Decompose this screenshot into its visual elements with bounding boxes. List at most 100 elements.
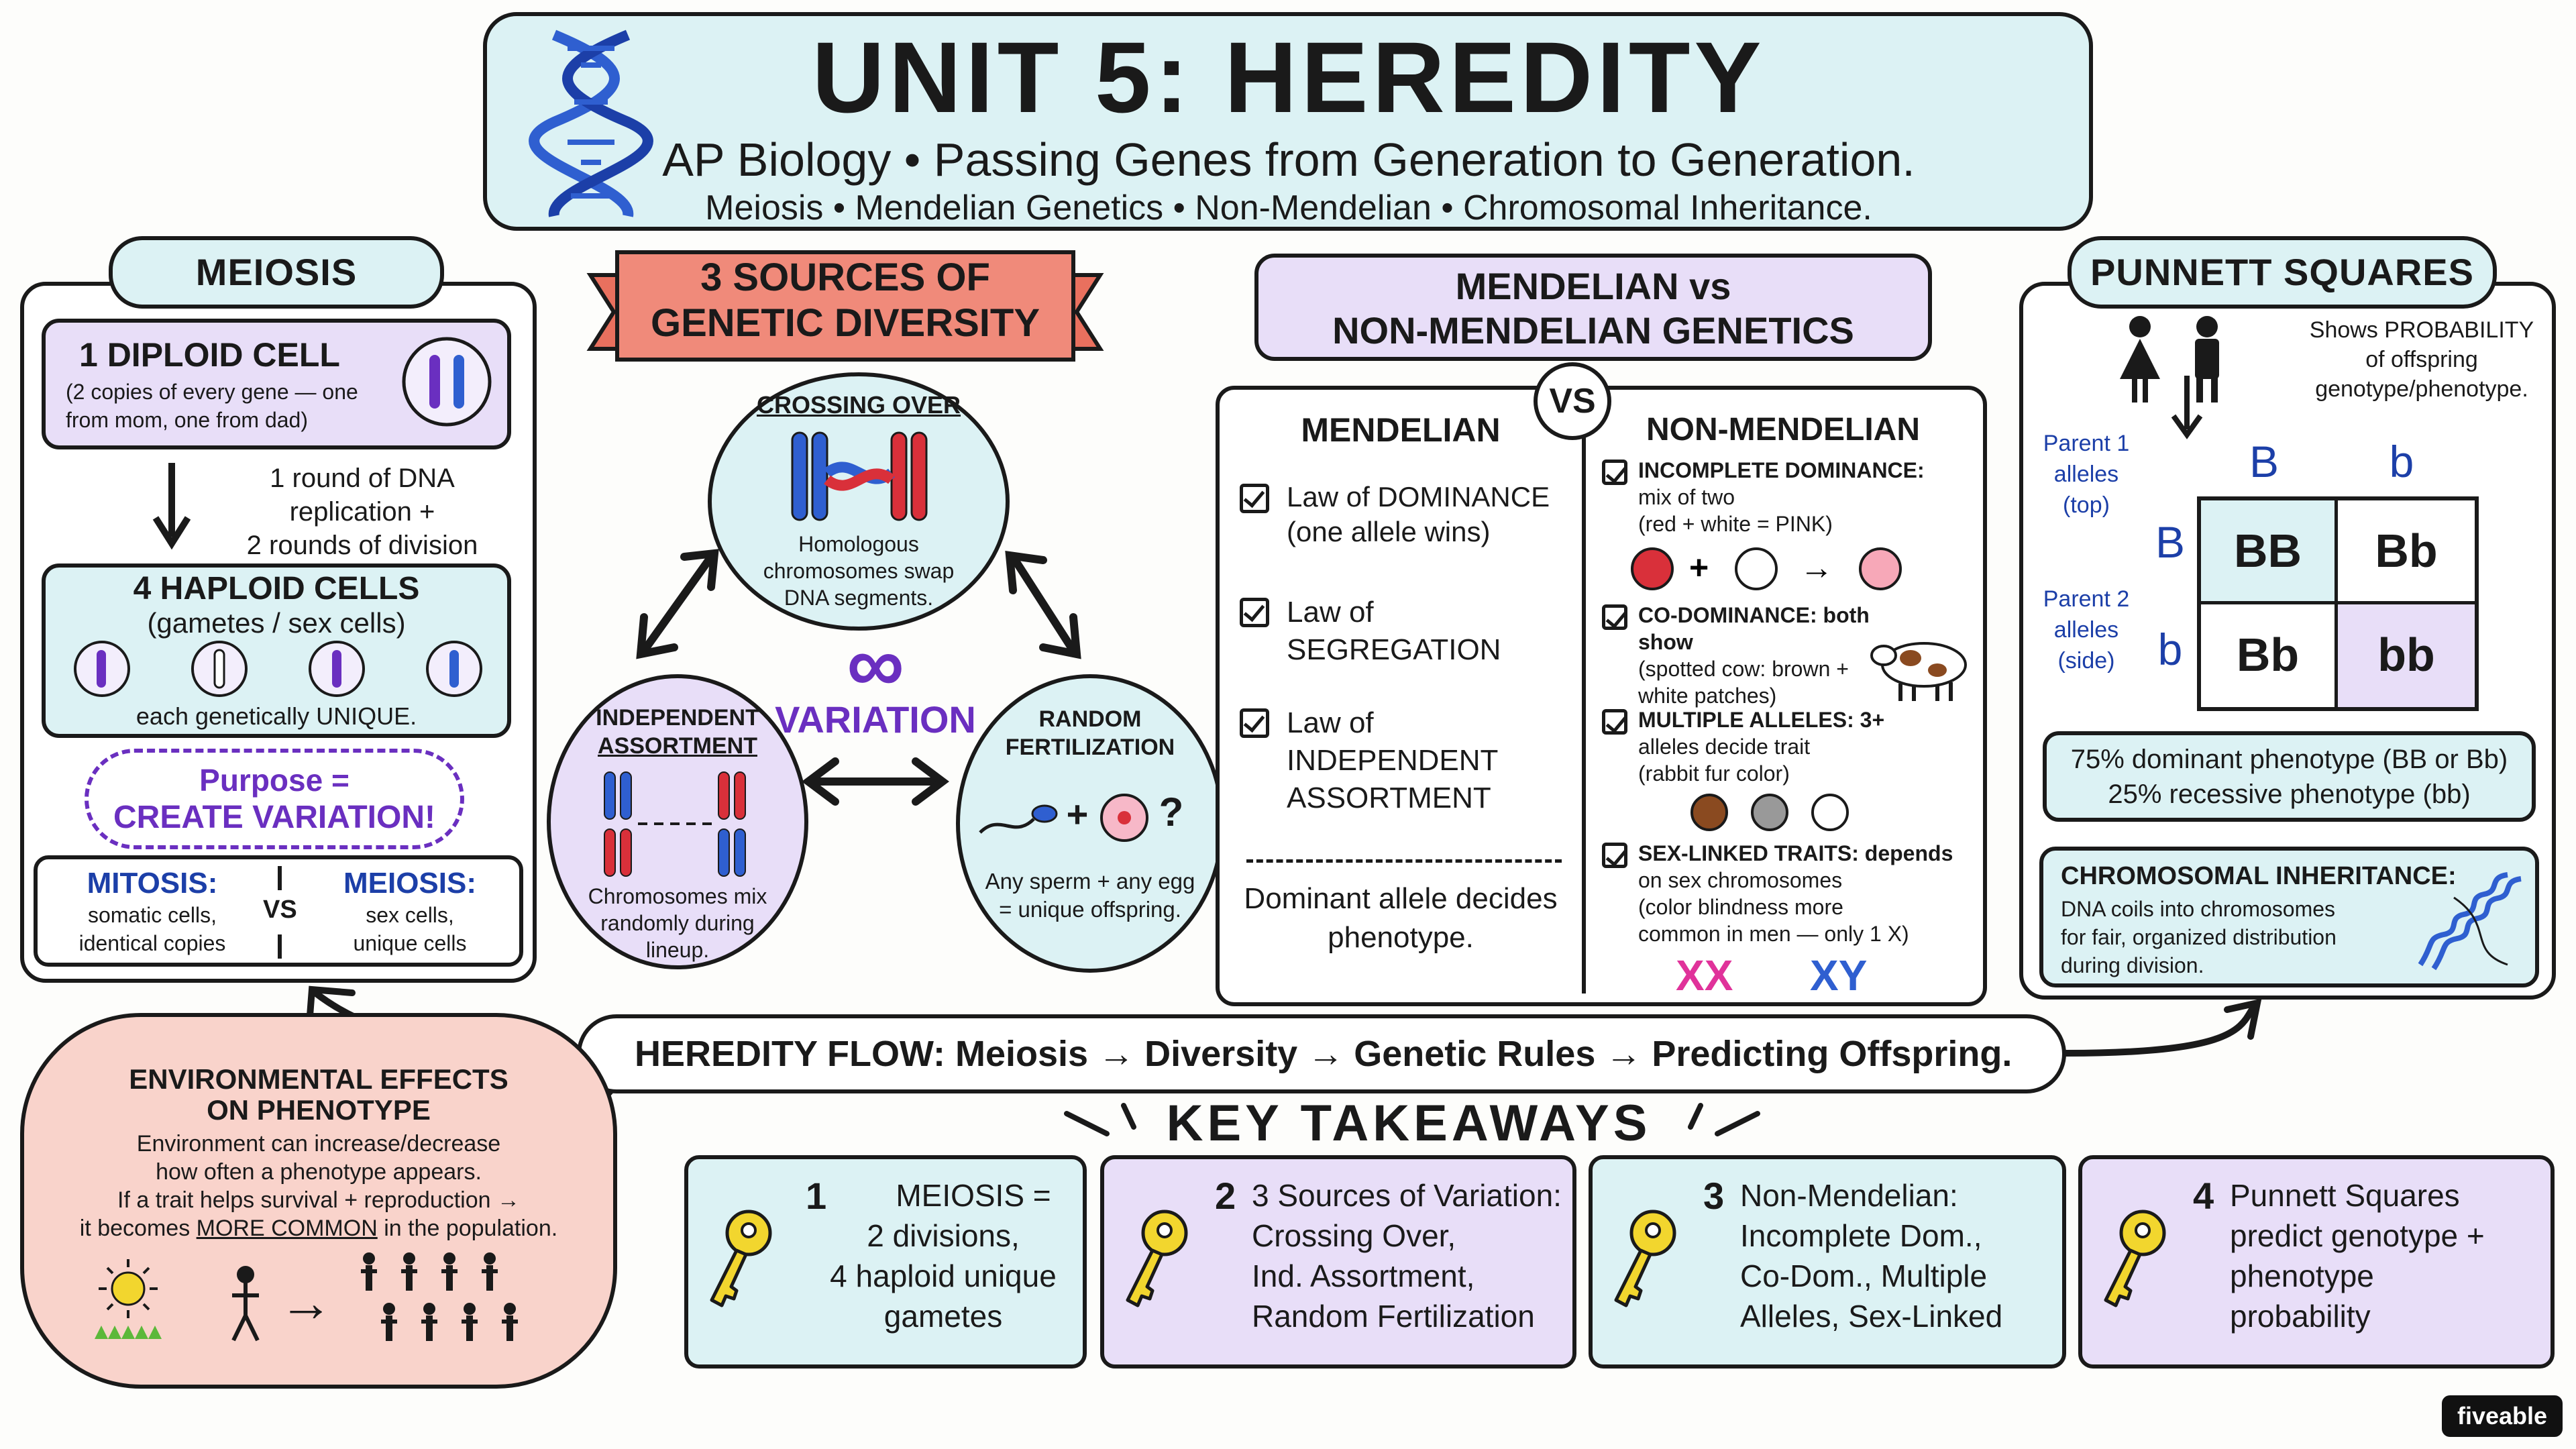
purpose-line-2: CREATE VARIATION! [113,800,435,835]
mult-title: MULTIPLE ALLELES: 3+ [1638,708,1885,732]
diploid-cell-box: 1 DIPLOID CELL (2 copies of every gene —… [42,319,511,449]
mult-desc-2: (rabbit fur color) [1638,761,1790,786]
rand-title: RANDOM FERTILIZATION [960,705,1220,761]
ind-desc-3: lineup. [645,938,710,962]
check-icon [1602,460,1627,485]
check-icon [1602,709,1627,735]
check-icon [1240,484,1269,513]
topics-line: Meiosis • Mendelian Genetics • Non-Mende… [705,189,1872,227]
meiosis-col: MEIOSIS: sex cells, unique cells [299,866,521,957]
check-icon [1240,598,1269,627]
dashed-divider [1246,859,1562,863]
takeaway-line: Non-Mendelian: [1740,1178,1958,1213]
env-desc-3: If a trait helps survival + reproduction… [117,1187,520,1213]
vs-label: VS [263,896,297,924]
header-panel: UNIT 5: HEREDITY AP Biology • Passing Ge… [483,12,2093,231]
diversity-banner-title: 3 SOURCES OF GENETIC DIVERSITY [617,255,1073,346]
punnett-title-tab: PUNNETT SQUARES [2068,236,2497,309]
purpose-cloud: Purpose = CREATE VARIATION! [85,749,464,849]
meiosis-label: MEIOSIS: [343,867,477,900]
punnett-desc: Shows PROBABILITY of offspring genotype/… [2294,315,2549,404]
crossing-over-circle: CROSSING OVER Homologous chromosomes swa… [708,372,1010,631]
mendel-vs-badge: VS [1534,362,1611,440]
parents-icon [2120,316,2219,402]
brand-logo: fiveable [2442,1395,2563,1437]
svg-text:+: + [1689,549,1709,586]
env-title-2: ON PHENOTYPE [207,1094,431,1126]
law2-b: SEGREGATION [1287,633,1501,666]
sex-title: SEX-LINKED TRAITS: depends [1638,841,1953,865]
sex-linked: SEX-LINKED TRAITS: depends on sex chromo… [1602,841,1978,946]
takeaway-line: Alleles, Sex-Linked [1740,1299,2003,1334]
takeaway-sparks [1064,1103,1760,1136]
coiled-chromosome-icon [2418,872,2522,971]
meiosis-title: MEIOSIS [195,251,358,293]
takeaways-title: KEY TAKEAWAYS [1166,1095,1652,1152]
ratio-line-1: 75% dominant phenotype (BB or Bb) [2070,745,2508,774]
purpose-line-1: Purpose = [199,763,350,798]
co-text: CO-DOMINANCE: both show (spotted cow: br… [1638,602,1920,709]
takeaway-card: 3 Non-Mendelian: Incomplete Dom., Co-Dom… [1589,1155,2066,1368]
step-note-3: 2 rounds of division [246,531,478,560]
haploid-title: 4 HAPLOID CELLS [133,571,420,606]
side-allele-2: b [2157,625,2183,674]
inc-desc-1: mix of two [1638,485,1735,509]
mendel-divider [1582,437,1586,994]
mendel-header-2: NON-MENDELIAN GENETICS [1332,309,1854,352]
fur-color-dots-icon [1690,794,1849,831]
meiosis-desc-2: unique cells [353,931,467,955]
env-desc-4c: in the population. [377,1216,558,1241]
crossing-title: CROSSING OVER [756,391,961,419]
chrom-title: CHROMOSOMAL INHERITANCE: [2061,862,2457,890]
key-icon [1126,1210,1188,1307]
vs-divider [278,934,282,959]
crossing-desc-2: chromosomes swap [763,559,955,583]
random-fertilization-circle: RANDOM FERTILIZATION + ? Any sperm + any… [956,674,1224,973]
mendel-bottom-1: Dominant allele decides [1244,882,1558,915]
p2-line-2: alleles [2053,617,2119,643]
svg-text:→: → [1800,549,1833,586]
diploid-title: 1 DIPLOID CELL [79,336,340,374]
inc-title: INCOMPLETE DOMINANCE: [1638,458,1925,482]
incomplete-dominance-flowers-icon: + → [1631,547,1902,590]
incomplete-dominance: INCOMPLETE DOMINANCE: mix of two (red + … [1602,458,1978,536]
down-arrow-icon [152,463,191,550]
top-allele-1: B [2249,437,2279,486]
parent1-label: Parent 1 alleles (top) [2033,428,2140,521]
multiple-alleles: MULTIPLE ALLELES: 3+ alleles decide trai… [1602,708,1978,786]
p1-line-3: (top) [2063,492,2110,518]
env-arrow: → [279,1273,333,1332]
mendel-header-1: MENDELIAN vs [1455,265,1731,307]
mult-desc-1: alleles decide trait [1638,735,1811,759]
law1-text: Law of DOMINANCE (one allele wins) [1287,480,1582,549]
env-title-1: ENVIRONMENTAL EFFECTS [129,1063,508,1095]
takeaway-text: MEIOSIS = 2 divisions, 4 haploid unique … [802,1175,1084,1336]
banner-line-2: GENETIC DIVERSITY [650,301,1040,345]
mendel-comparison-panel: MENDELIAN Law of DOMINANCE (one allele w… [1216,386,1987,1006]
takeaway-line: Co-Dom., Multiple [1740,1258,1988,1293]
crossing-desc-3: DNA segments. [784,586,934,610]
spotted-cow-icon [1870,642,1967,701]
dna-helix-icon [529,30,653,217]
punnett-ratio-box: 75% dominant phenotype (BB or Bb) 25% re… [2043,731,2536,822]
ind-desc: Chromosomes mix randomly during lineup. [551,883,804,963]
chrom-desc-1: DNA coils into chromosomes [2061,897,2336,921]
takeaway-card: 1 MEIOSIS = 2 divisions, 4 haploid uniqu… [684,1155,1087,1368]
nonmendel-title: NON-MENDELIAN [1646,412,1920,447]
rand-desc-2: = unique offspring. [999,897,1181,922]
takeaway-line: Crossing Over, [1252,1218,1456,1253]
co-desc-2: white patches) [1638,684,1777,708]
side-allele-1: B [2155,517,2186,567]
meiosis-step-note: 1 round of DNA replication + 2 rounds of… [221,462,503,562]
takeaway-line: 3 Sources of Variation: [1252,1178,1562,1213]
page-subtitle: AP Biology • Passing Genes from Generati… [662,133,1915,186]
mitosis-label: MITOSIS: [87,867,218,900]
takeaway-line: Random Fertilization [1252,1299,1535,1334]
env-title: ENVIRONMENTAL EFFECTS ON PHENOTYPE [24,1064,613,1126]
law2-a: Law of [1287,596,1374,629]
takeaway-line: MEIOSIS = [896,1178,1051,1213]
ind-desc-1: Chromosomes mix [588,884,767,908]
haploid-sub: (gametes / sex cells) [147,607,406,639]
heredity-flow-bar: HEREDITY FLOW: Meiosis → Diversity → Gen… [577,1014,2066,1093]
takeaway-line: Punnett Squares [2230,1178,2460,1213]
